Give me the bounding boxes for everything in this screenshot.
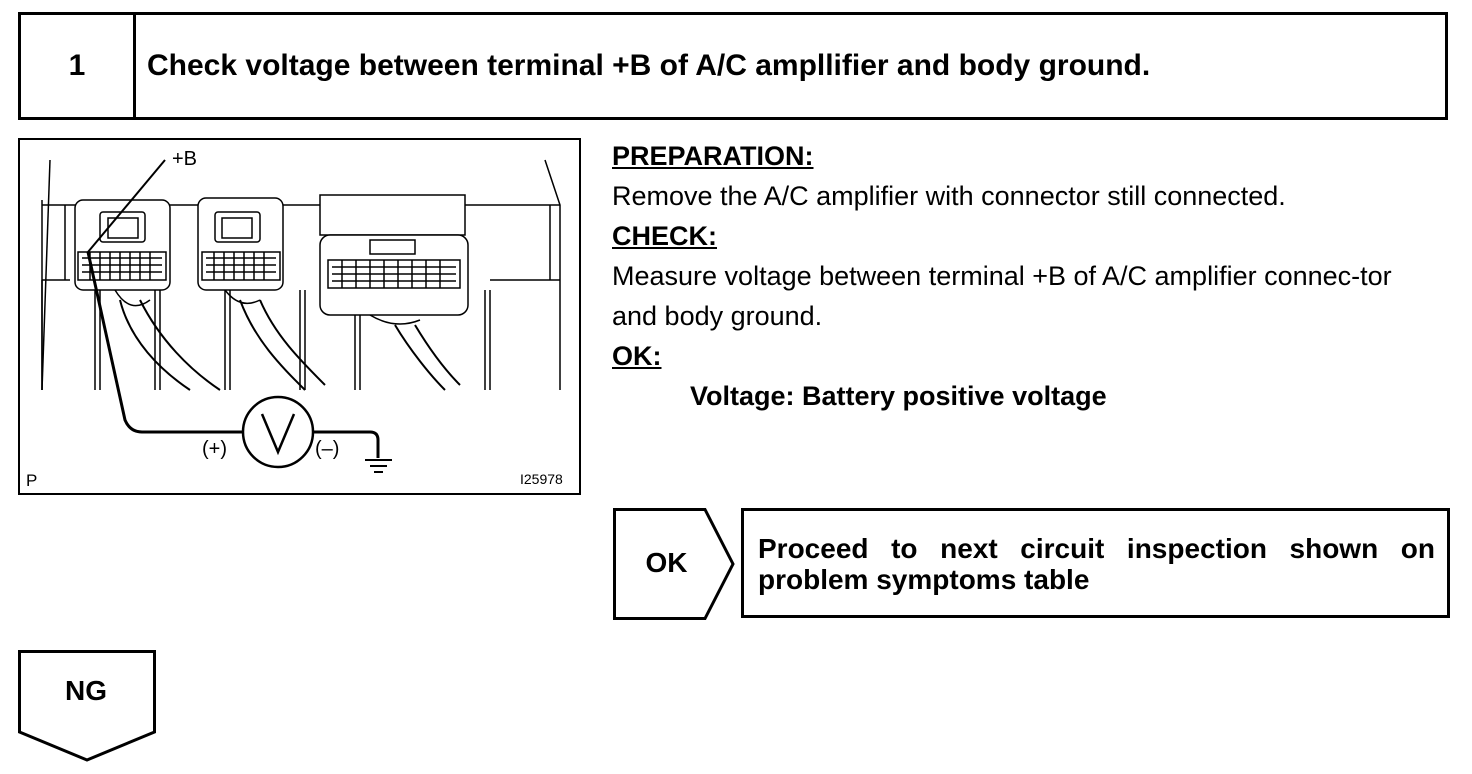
ng-arrow-icon	[18, 650, 156, 762]
corner-label: P	[26, 471, 38, 490]
ok-arrow-icon	[613, 508, 735, 620]
connector-diagram: +B (+) (–) P I25978	[18, 138, 581, 495]
connector-illustration	[41, 159, 561, 473]
ok-result-label: OK	[645, 547, 688, 578]
ground-icon	[365, 459, 392, 473]
connector-1	[74, 199, 171, 307]
connector-3	[319, 194, 469, 325]
step-header: 1 Check voltage between terminal +B of A…	[18, 12, 1448, 120]
figure-id: I25978	[520, 471, 563, 487]
ok-spec: Voltage: Battery positive voltage	[690, 381, 1107, 411]
negative-lead-label: (–)	[315, 438, 340, 460]
voltmeter-icon	[241, 395, 315, 469]
instructions: PREPARATION: Remove the A/C amplifier wi…	[612, 136, 1447, 416]
preparation-text: Remove the A/C amplifier with connector …	[612, 181, 1286, 211]
positive-lead-label: (+)	[202, 438, 227, 460]
step-title: Check voltage between terminal +B of A/C…	[147, 49, 1151, 82]
terminal-b-label: +B	[172, 148, 198, 170]
check-text: Measure voltage between terminal +B of A…	[612, 261, 1392, 331]
connector-2	[197, 197, 284, 305]
check-heading: CHECK:	[612, 221, 717, 251]
step-number: 1	[21, 15, 136, 117]
ok-result-action: Proceed to next circuit inspection shown…	[741, 508, 1450, 618]
preparation-heading: PREPARATION:	[612, 141, 814, 171]
ok-heading: OK:	[612, 341, 662, 371]
ng-result-label: NG	[65, 675, 107, 706]
